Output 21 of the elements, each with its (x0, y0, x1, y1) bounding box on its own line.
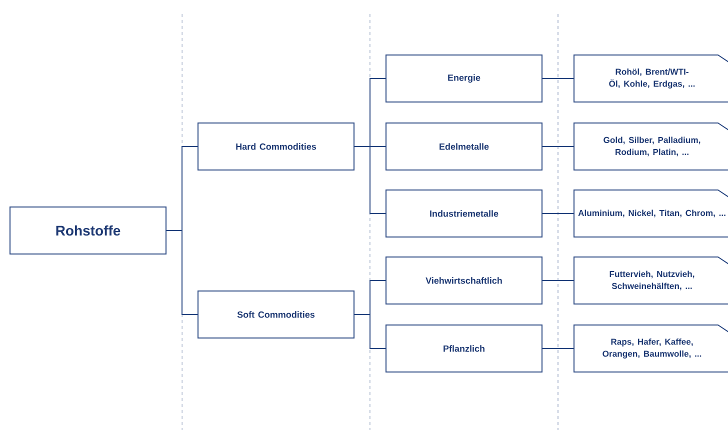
connector (166, 230, 198, 315)
category-box: Viehwirtschaftlich (386, 256, 542, 304)
connector (542, 213, 574, 214)
root-box: Rohstoffe (10, 206, 166, 254)
examples-box: Raps, Hafer, Kaffee, Orangen, Baumwolle, ... (574, 324, 728, 372)
examples-box: Gold, Silber, Palladium, Rodium, Platin, ... (574, 122, 728, 170)
category-box: Hard Commodities (198, 122, 354, 170)
examples-box: Futtervieh, Nutzvieh, Schweinehälften, ... (574, 256, 728, 304)
connector (354, 314, 386, 349)
examples-box: Aluminium, Nickel, Titan, Chrom, ... (574, 190, 728, 238)
category-box: Energie (386, 54, 542, 102)
connector (542, 146, 574, 147)
category-box: Edelmetalle (386, 122, 542, 170)
connector (542, 280, 574, 281)
connector (354, 146, 386, 214)
connector (542, 348, 574, 349)
category-box: Pflanzlich (386, 324, 542, 372)
examples-box: Rohöl, Brent/WTI-Öl, Kohle, Erdgas, ... (574, 54, 728, 102)
connector (542, 78, 574, 79)
category-box: Soft Commodities (198, 290, 354, 338)
category-box: Industriemetalle (386, 190, 542, 238)
